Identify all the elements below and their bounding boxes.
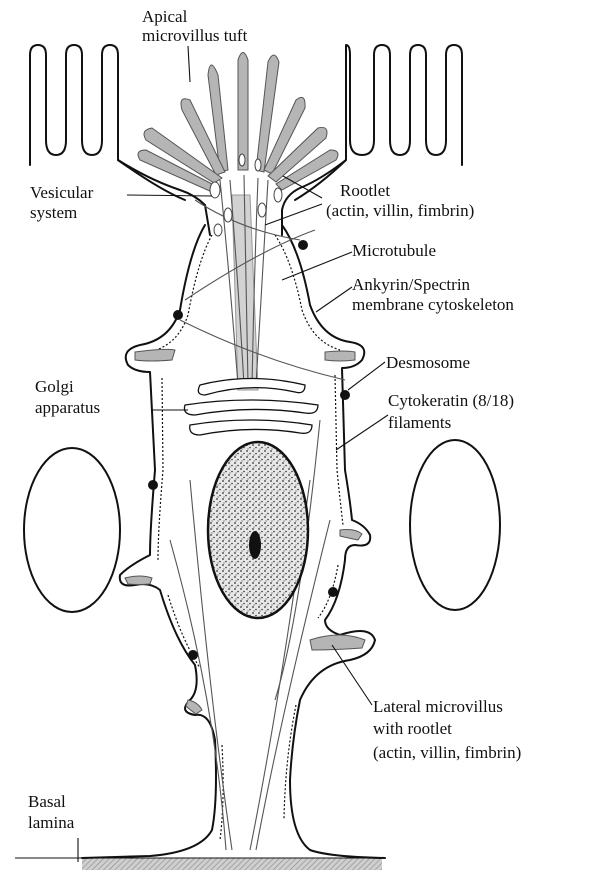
basal-lamina <box>82 858 382 870</box>
label-basal-line2: lamina <box>28 813 75 832</box>
label-apical-line1: Apical <box>142 7 188 26</box>
nucleolus <box>249 531 261 559</box>
golgi-apparatus <box>184 379 318 436</box>
label-rootlet-line2: (actin, villin, fimbrin) <box>326 201 474 220</box>
label-lateral-line3: (actin, villin, fimbrin) <box>373 743 521 762</box>
label-lateral-line1: Lateral microvillus <box>373 697 503 716</box>
label-lateral-line2: with rootlet <box>373 719 452 738</box>
label-cytokeratin-line1: Cytokeratin (8/18) <box>388 391 514 410</box>
label-apical-line2: microvillus tuft <box>142 26 248 45</box>
label-rootlet-line1: Rootlet <box>340 181 390 200</box>
label-ankyrin-line1: Ankyrin/Spectrin <box>352 275 471 294</box>
left-neighbor-cell <box>24 45 185 612</box>
label-golgi-line1: Golgi <box>35 377 74 396</box>
label-cytokeratin-line2: filaments <box>388 413 451 432</box>
label-vesicular-line1: Vesicular <box>30 183 94 202</box>
label-golgi-line2: apparatus <box>35 398 100 417</box>
nucleus <box>208 442 308 618</box>
label-ankyrin-line2: membrane cytoskeleton <box>352 295 514 314</box>
label-desmosome: Desmosome <box>386 353 470 372</box>
label-basal-line1: Basal <box>28 792 66 811</box>
label-vesicular-line2: system <box>30 203 77 222</box>
label-microtubule: Microtubule <box>352 241 436 260</box>
